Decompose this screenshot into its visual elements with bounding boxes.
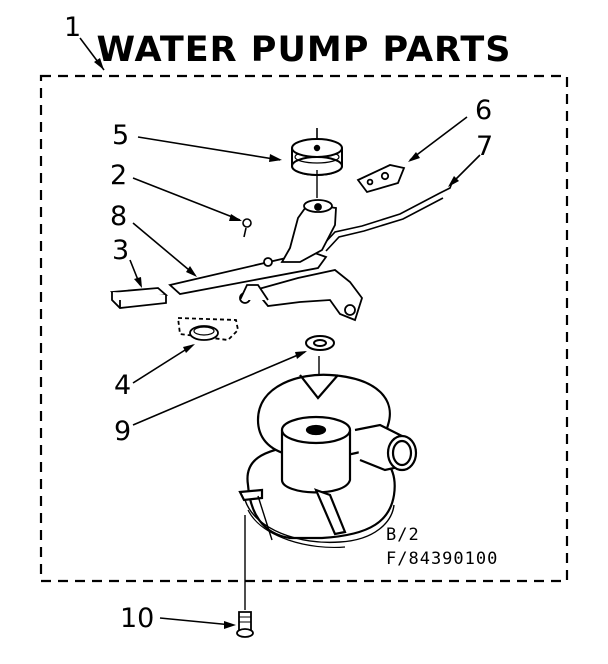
leader-2 <box>132 177 241 221</box>
leader-6 <box>409 116 468 161</box>
drawing-code-b: B/2 <box>386 525 420 545</box>
callout-9: 9 <box>114 416 132 447</box>
pulley <box>291 128 343 176</box>
small-screw <box>242 218 252 238</box>
arrowhead-10 <box>224 621 236 629</box>
arrowhead-3 <box>134 277 142 288</box>
callout-4: 4 <box>114 370 132 401</box>
diagram-title: WATER PUMP PARTS <box>96 30 512 70</box>
leader-5 <box>137 136 281 161</box>
actuator-rod <box>321 179 454 252</box>
clip <box>356 164 406 194</box>
callout-1: 1 <box>64 12 82 43</box>
callout-8: 8 <box>110 201 128 232</box>
pad <box>109 287 169 309</box>
pump-body <box>238 373 418 549</box>
screw <box>236 515 254 638</box>
arrowhead-4 <box>183 344 195 353</box>
arrowhead-1 <box>94 58 104 70</box>
arrowhead-5 <box>269 154 282 162</box>
assembly-boundary <box>39 74 569 583</box>
pump-bracket <box>239 199 363 322</box>
callout-6: 6 <box>475 95 493 126</box>
arrowhead-9 <box>295 351 307 359</box>
callout-7: 7 <box>476 131 494 162</box>
leader-10 <box>159 617 233 626</box>
leader-4 <box>132 344 194 384</box>
washer <box>305 335 335 351</box>
leader-8 <box>132 222 196 276</box>
drawing-code-f: F/84390100 <box>386 549 499 569</box>
callout-10: 10 <box>120 603 155 634</box>
callout-3: 3 <box>112 235 130 266</box>
arrowhead-6 <box>408 152 420 162</box>
leader-9 <box>132 351 306 426</box>
callout-5: 5 <box>112 120 130 151</box>
arrowhead-8 <box>186 266 197 277</box>
callout-2: 2 <box>110 160 128 191</box>
arrowhead-2 <box>229 214 242 221</box>
leader-lines <box>79 37 481 626</box>
seal <box>176 317 239 341</box>
